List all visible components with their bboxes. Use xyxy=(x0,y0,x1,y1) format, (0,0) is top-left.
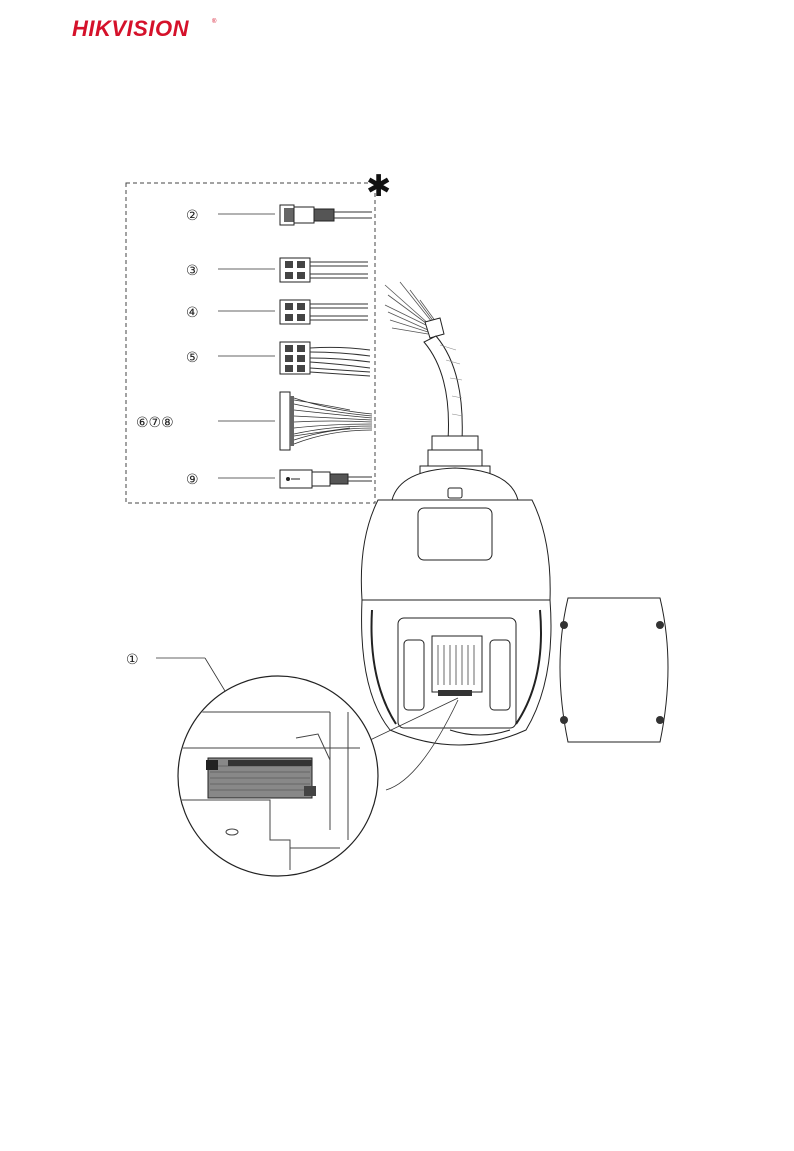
accessory-box xyxy=(126,183,375,503)
callout-3-terminal-block: ③ xyxy=(186,258,368,282)
callout-4-terminal-block: ④ xyxy=(186,300,368,324)
callout-1-label: ① xyxy=(126,652,139,668)
callout-9-label: ⑨ xyxy=(186,472,199,488)
callout-678-multi-wire-harness: ⑥⑦⑧ xyxy=(136,392,372,450)
camera-cable-bundle xyxy=(385,282,463,440)
callout-678-label: ⑥⑦⑧ xyxy=(136,415,174,431)
callout-3-label: ③ xyxy=(186,263,199,279)
callout-5-label: ⑤ xyxy=(186,350,199,366)
callout-2-label: ② xyxy=(186,208,199,224)
asterisk-mark: ✱ xyxy=(366,169,391,204)
callout-5-terminal-block: ⑤ xyxy=(186,342,370,376)
callout-9-power-cable: ⑨ xyxy=(186,470,372,488)
callout-2-bnc-connector: ② xyxy=(186,205,372,225)
cover-plate xyxy=(560,598,668,742)
callout-4-label: ④ xyxy=(186,305,199,321)
